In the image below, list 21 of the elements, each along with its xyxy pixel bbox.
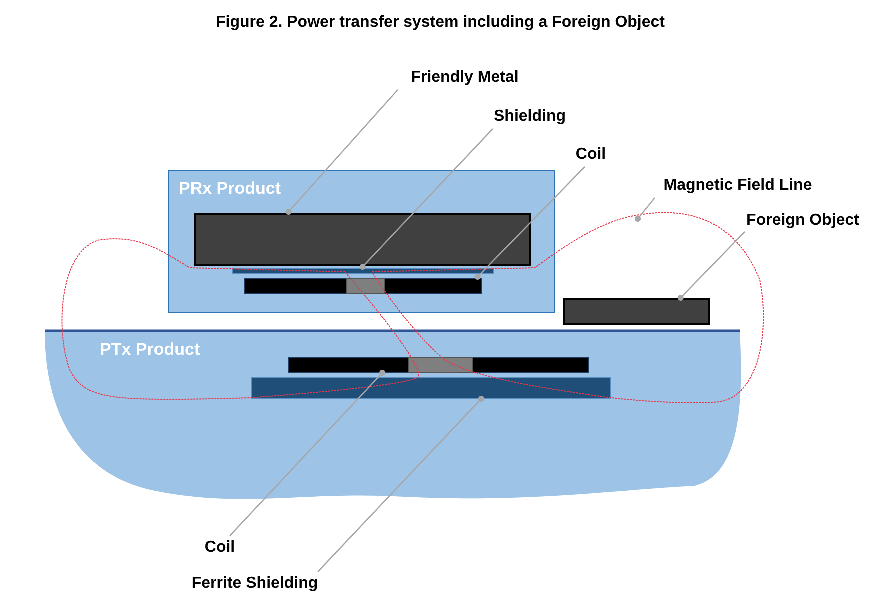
callout-label: Ferrite Shielding	[165, 572, 345, 596]
coil	[288, 357, 589, 373]
callout-label: Magnetic Field Line	[636, 174, 840, 198]
leader-line	[230, 370, 386, 536]
leader-line	[286, 90, 398, 216]
callout-label: Foreign Object	[728, 209, 878, 232]
product-label: PTx Product	[100, 340, 200, 360]
callout-label: Coil	[195, 536, 245, 560]
leader-line	[318, 396, 485, 572]
callout-label: Shielding	[478, 105, 582, 129]
figure-title: Figure 2. Power transfer system including a Foreign Object	[215, 14, 666, 32]
leader-line	[474, 166, 586, 280]
metal-plate	[194, 213, 531, 266]
product-label: PRx Product	[179, 179, 282, 199]
coil	[244, 278, 482, 294]
leader-line	[360, 128, 494, 270]
callout-label: Coil	[568, 143, 614, 167]
product-housing	[168, 170, 555, 313]
callout-label: Friendly Metal	[388, 66, 542, 90]
ferrite-shielding	[251, 377, 611, 399]
leader-line	[634, 198, 656, 222]
